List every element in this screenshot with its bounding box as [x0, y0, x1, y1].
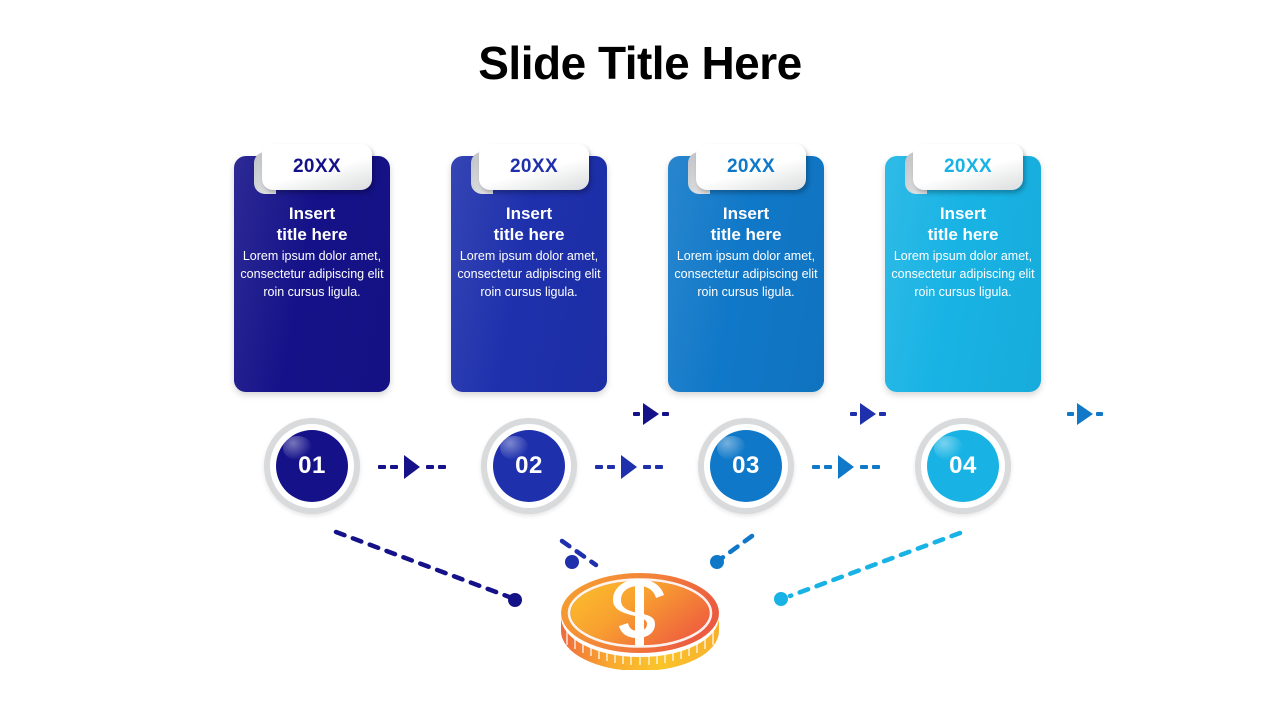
step-card-3-year-badge[interactable]: 20XX: [696, 144, 806, 190]
heading-line-2: title here: [710, 224, 782, 244]
page-title: Slide Title Here: [478, 37, 802, 89]
step-card-2-text: Insert title here Lorem ipsum dolor amet…: [451, 204, 607, 302]
step-number-circle-1[interactable]: 01: [264, 418, 360, 514]
step-number-label-1: 01: [298, 452, 326, 479]
steps-number-row: 01 02 03 04: [234, 418, 1062, 516]
connector-line-2: [559, 538, 599, 568]
dash-segment: [633, 412, 640, 416]
dash-segment: [390, 465, 398, 469]
step-card-3-text: Insert title here Lorem ipsum dolor amet…: [668, 204, 824, 302]
step-number-label-3: 03: [732, 452, 760, 479]
step-card-2-year-label: 20XX: [509, 156, 559, 177]
dash-segment: [643, 465, 651, 469]
heading-line-2: title here: [493, 224, 565, 244]
dash-segment: [438, 465, 446, 469]
step-card-4-year-badge[interactable]: 20XX: [913, 144, 1023, 190]
dash-segment: [812, 465, 820, 469]
dash-segment: [850, 412, 857, 416]
step-card-4-text: Insert title here Lorem ipsum dolor amet…: [885, 204, 1041, 302]
step-card-3-description: Lorem ipsum dolor amet, consectetur adip…: [674, 249, 818, 299]
heading-line-2: title here: [927, 224, 999, 244]
connector-endpoint-dot-1: [508, 593, 522, 607]
circle-disc: 02: [493, 430, 565, 502]
step-number-circle-4[interactable]: 04: [915, 418, 1011, 514]
step-card-4-heading: Insert title here: [891, 204, 1035, 245]
arrow-right-icon: [860, 403, 876, 425]
step-number-label-4: 04: [949, 452, 977, 479]
dollar-sign-icon: [613, 579, 664, 646]
steps-card-row: 20XX Insert title here Lorem ipsum dolor…: [234, 144, 1103, 425]
circle-connector-arrow-2: [591, 454, 667, 480]
dash-segment: [655, 465, 663, 469]
step-card-4-description: Lorem ipsum dolor amet, consectetur adip…: [891, 249, 1035, 299]
step-card-2[interactable]: 20XX Insert title here Lorem ipsum dolor…: [451, 144, 607, 392]
step-card-1-text: Insert title here Lorem ipsum dolor amet…: [234, 204, 390, 302]
step-number-circle-2[interactable]: 02: [481, 418, 577, 514]
connector-endpoint-dot-4: [774, 592, 788, 606]
heading-line-1: Insert: [505, 204, 553, 223]
heading-line-1: Insert: [722, 204, 770, 223]
dash-segment: [860, 465, 868, 469]
step-card-2-heading: Insert title here: [457, 204, 601, 245]
arrow-right-icon: [404, 455, 420, 479]
step-card-4-year-label: 20XX: [943, 156, 993, 177]
step-card-3[interactable]: 20XX Insert title here Lorem ipsum dolor…: [668, 144, 824, 392]
coin-edge-ridges: [561, 617, 719, 671]
arrow-right-icon: [643, 403, 659, 425]
circle-disc: 01: [276, 430, 348, 502]
step-card-3-heading: Insert title here: [674, 204, 818, 245]
connector-line-4: [787, 530, 963, 599]
step-card-2-year-badge[interactable]: 20XX: [479, 144, 589, 190]
dash-segment: [378, 465, 386, 469]
step-card-1-heading: Insert title here: [240, 204, 384, 245]
step-card-1-description: Lorem ipsum dolor amet, consectetur adip…: [240, 249, 384, 299]
arrow-right-icon: [1077, 403, 1093, 425]
step-card-3-year-label: 20XX: [726, 156, 776, 177]
dash-segment: [607, 465, 615, 469]
card-connector-arrow-3: [1064, 402, 1106, 426]
dollar-coin-graphic: [555, 565, 725, 671]
circle-connector-arrow-3: [808, 454, 884, 480]
dash-segment: [426, 465, 434, 469]
dash-segment: [595, 465, 603, 469]
step-card-1-year-badge[interactable]: 20XX: [262, 144, 372, 190]
step-card-1[interactable]: 20XX Insert title here Lorem ipsum dolor…: [234, 144, 390, 392]
dash-segment: [879, 412, 886, 416]
connector-line-3: [719, 533, 755, 561]
heading-line-2: title here: [276, 224, 348, 244]
dash-segment: [1096, 412, 1103, 416]
circle-disc: 04: [927, 430, 999, 502]
circle-disc: 03: [710, 430, 782, 502]
arrow-right-icon: [621, 455, 637, 479]
dash-segment: [872, 465, 880, 469]
heading-line-1: Insert: [288, 204, 336, 223]
dash-segment: [662, 412, 669, 416]
circle-connector-arrow-1: [374, 454, 450, 480]
dash-segment: [1067, 412, 1074, 416]
card-connector-arrow-1: [630, 402, 672, 426]
arrow-right-icon: [838, 455, 854, 479]
step-card-2-description: Lorem ipsum dolor amet, consectetur adip…: [457, 249, 601, 299]
connector-line-1: [333, 529, 515, 601]
step-number-circle-3[interactable]: 03: [698, 418, 794, 514]
step-card-1-year-label: 20XX: [292, 156, 342, 177]
heading-line-1: Insert: [939, 204, 987, 223]
step-card-4[interactable]: 20XX Insert title here Lorem ipsum dolor…: [885, 144, 1041, 392]
step-number-label-2: 02: [515, 452, 543, 479]
card-connector-arrow-2: [847, 402, 889, 426]
dash-segment: [824, 465, 832, 469]
